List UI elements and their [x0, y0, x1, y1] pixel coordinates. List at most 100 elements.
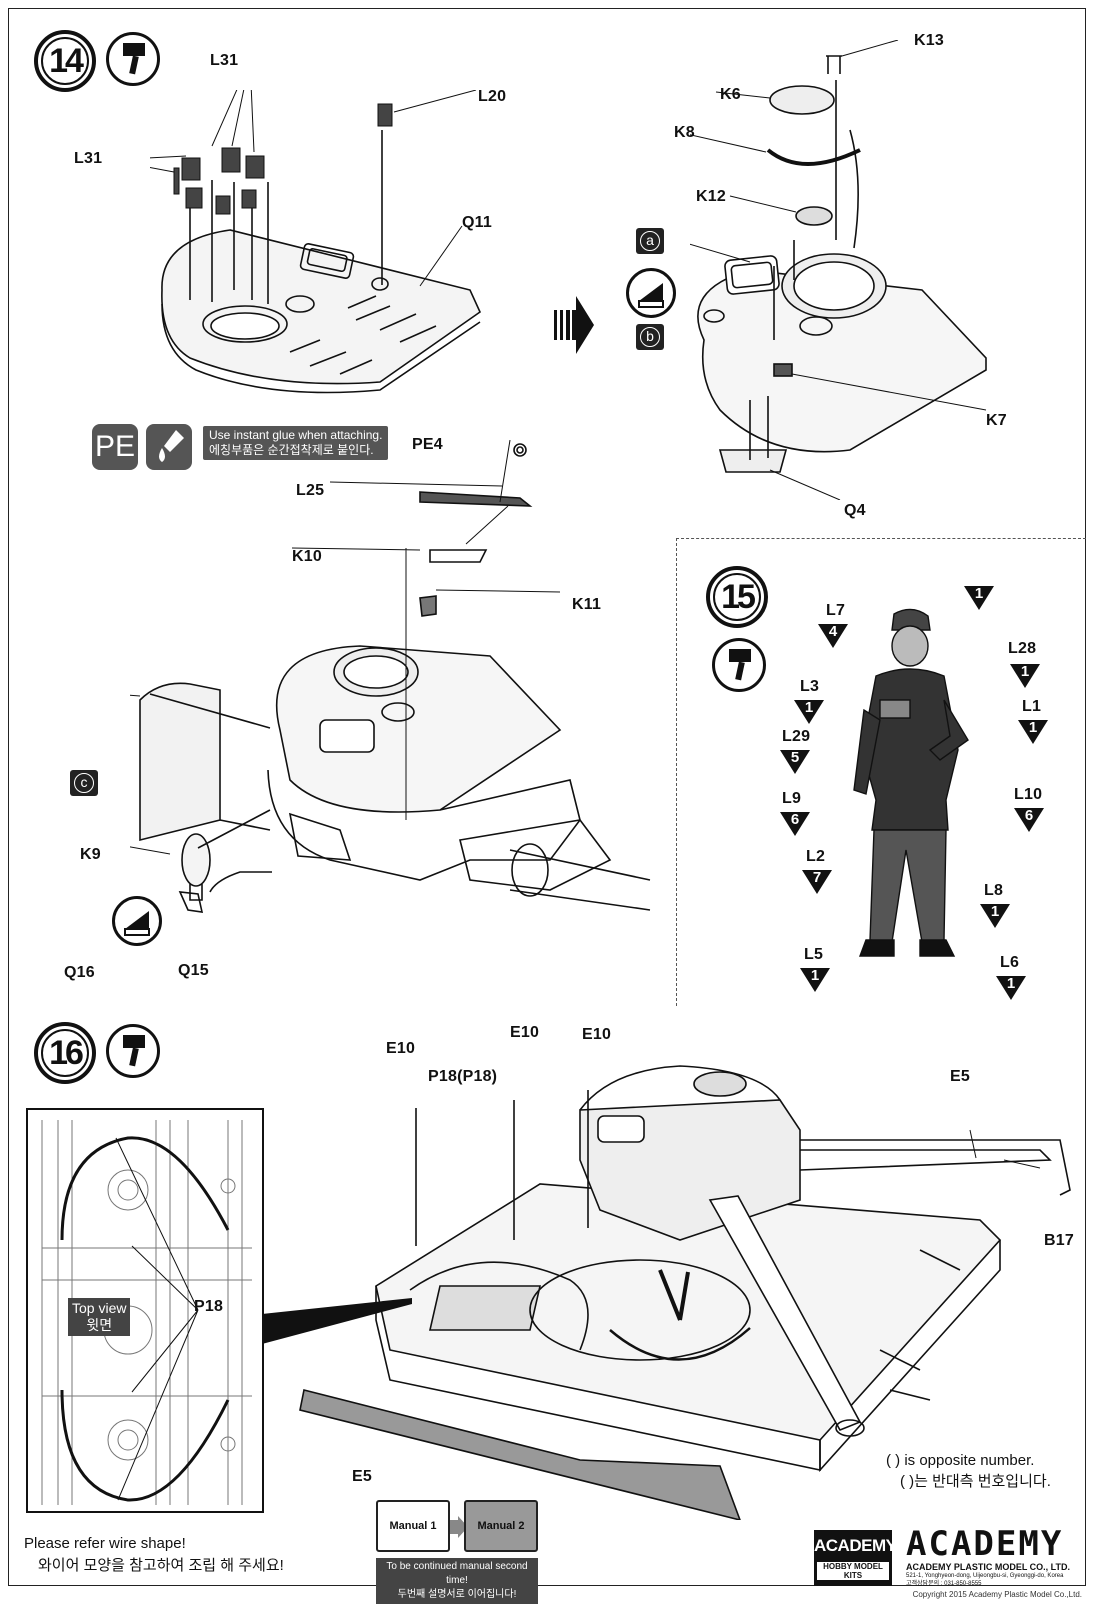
figure-part-label: L5 — [804, 946, 824, 963]
manual-2-icon: Manual 2 — [464, 1500, 538, 1552]
top-view-en: Top view — [72, 1300, 127, 1316]
figure-part-label: L3 — [800, 678, 820, 695]
part-label-e10: E10 — [510, 1024, 540, 1041]
part-label-b17: B17 — [1044, 1232, 1074, 1249]
part-label-q4: Q4 — [844, 502, 866, 519]
arrow-right-icon — [450, 1516, 468, 1538]
part-label-q16: Q16 — [64, 964, 95, 981]
figure-part-label: L2 — [806, 848, 826, 865]
tank-crew-figure — [853, 608, 969, 957]
part-label-p18: P18 — [194, 1298, 224, 1315]
top-view-diagram — [41, 1120, 252, 1505]
view-direction-icon — [626, 268, 676, 318]
manual-continuation: Manual 1 Manual 2 To be continued manual… — [376, 1500, 538, 1604]
photo-etch-icon: PE — [92, 424, 138, 470]
part-label-k6: K6 — [720, 86, 741, 103]
part-label-l20: L20 — [478, 88, 507, 105]
academy-logo: ACADEMY ACADEMY PLASTIC MODEL CO., LTD. … — [906, 1526, 1078, 1588]
part-label-e5: E5 — [950, 1068, 970, 1085]
step-14-number: 14 — [34, 30, 96, 92]
wire-shape-note: Please refer wire shape! 와이어 모양을 참고하여 조립… — [24, 1533, 284, 1577]
part-label-k11: K11 — [572, 596, 602, 613]
quantity-triangle: 6 — [778, 810, 812, 838]
part-label-l25: L25 — [296, 482, 325, 499]
part-label-pe4: PE4 — [412, 436, 443, 453]
part-label-l31: L31 — [74, 150, 103, 167]
quantity-triangle: 5 — [778, 748, 812, 776]
wire-shape-note-en: Please refer wire shape! — [24, 1535, 186, 1552]
quantity-triangle: 1 — [1016, 718, 1050, 746]
marker-b: b — [636, 324, 664, 350]
part-label-q15: Q15 — [178, 962, 209, 979]
opposite-number-note: ( ) is opposite number. ( )는 반대측 번호입니다. — [886, 1450, 1051, 1492]
quantity-triangle: 1 — [792, 698, 826, 726]
badge-top-text: ACADEMY — [814, 1536, 897, 1555]
figure-part-label: L10 — [1014, 786, 1043, 803]
callout-pointer — [262, 1298, 412, 1344]
part-label-l31: L31 — [210, 52, 239, 69]
glue-note-ko: 에칭부품은 순간접착제로 붙인다. — [209, 443, 374, 457]
hull-assembly-diagram — [299, 1065, 1071, 1520]
top-view-inset: Top view 윗면 P18 — [26, 1108, 264, 1513]
badge-bottom-text: HOBBY MODEL KITS — [817, 1562, 889, 1580]
view-direction-icon — [112, 896, 162, 946]
quantity-triangle: 7 — [800, 868, 834, 896]
part-label-k13: K13 — [914, 32, 944, 49]
part-label-k12: K12 — [696, 188, 726, 205]
turret-roof-diagram — [150, 90, 482, 394]
company-name: ACADEMY PLASTIC MODEL CO., LTD. — [906, 1562, 1071, 1572]
glue-note: Use instant glue when attaching. 에칭부품은 순… — [203, 426, 389, 460]
cement-icon — [712, 638, 766, 692]
quantity-triangle: 4 — [816, 622, 850, 650]
part-label-k7: K7 — [986, 412, 1007, 429]
part-label-p18-opposite: P18(P18) — [428, 1068, 498, 1085]
company-phone: 고객상담문의 : 031-850-8555 — [906, 1581, 982, 1587]
figure-part-label: L7 — [826, 602, 846, 619]
instant-glue-icon — [146, 424, 192, 470]
continuation-note-ko: 두번째 설명서로 이어집니다! — [397, 1589, 517, 1600]
figure-part-label: L6 — [1000, 954, 1020, 971]
opposite-number-note-en: ( ) is opposite number. — [886, 1452, 1035, 1469]
marker-a: a — [636, 228, 664, 254]
top-view-label: Top view 윗면 — [68, 1298, 131, 1336]
marker-c: c — [70, 770, 98, 796]
manual-1-icon: Manual 1 — [376, 1500, 450, 1552]
part-label-q11: Q11 — [462, 214, 492, 231]
part-label-e5: E5 — [352, 1468, 372, 1485]
part-label-e10: E10 — [386, 1040, 416, 1057]
figure-part-label: L8 — [984, 882, 1004, 899]
quantity-triangle: 1 — [798, 966, 832, 994]
company-address: 521-1, Yonghyeon-dong, Uijeongbu-si, Gye… — [906, 1573, 1064, 1579]
continuation-note-en: To be continued manual second time! — [386, 1561, 528, 1586]
figure-part-label: L9 — [782, 790, 802, 807]
arrow-right-icon — [554, 296, 594, 354]
figure-part-label: L28 — [1008, 640, 1037, 657]
step-15-number: 15 — [706, 566, 768, 628]
opposite-number-note-ko: ( )는 반대측 번호입니다. — [900, 1473, 1051, 1490]
part-label-k10: K10 — [292, 548, 322, 565]
quantity-triangle: 1 — [994, 974, 1028, 1002]
page-frame — [8, 8, 1086, 1586]
part-label-k9: K9 — [80, 846, 101, 863]
figure-part-label: L29 — [782, 728, 811, 745]
quantity-triangle: 6 — [1012, 806, 1046, 834]
cement-icon — [106, 32, 160, 86]
step-16-number: 16 — [34, 1022, 96, 1084]
section-divider — [676, 538, 1086, 1006]
quantity-triangle: 1 — [978, 902, 1012, 930]
part-label-k8: K8 — [674, 124, 695, 141]
copyright: Copyright 2015 Academy Plastic Model Co.… — [912, 1590, 1082, 1599]
figure-part-label: L1 — [1022, 698, 1042, 715]
academy-logo-text: ACADEMY — [906, 1524, 1064, 1564]
cement-icon — [106, 1024, 160, 1078]
glue-note-en: Use instant glue when attaching. — [209, 428, 383, 442]
wire-shape-note-ko: 와이어 모양을 참고하여 조립 해 주세요! — [38, 1557, 284, 1574]
top-view-ko: 윗면 — [86, 1317, 113, 1333]
quantity-triangle: 1 — [962, 584, 996, 612]
part-label-e10: E10 — [582, 1026, 612, 1043]
quantity-triangle: 1 — [1008, 662, 1042, 690]
turret-assembly-diagram — [130, 440, 651, 913]
continuation-note: To be continued manual second time! 두번째 … — [376, 1558, 538, 1604]
academy-badge: ACADEMY HOBBY MODEL KITS — [814, 1530, 897, 1586]
turret-roof-detail-diagram — [690, 40, 987, 500]
